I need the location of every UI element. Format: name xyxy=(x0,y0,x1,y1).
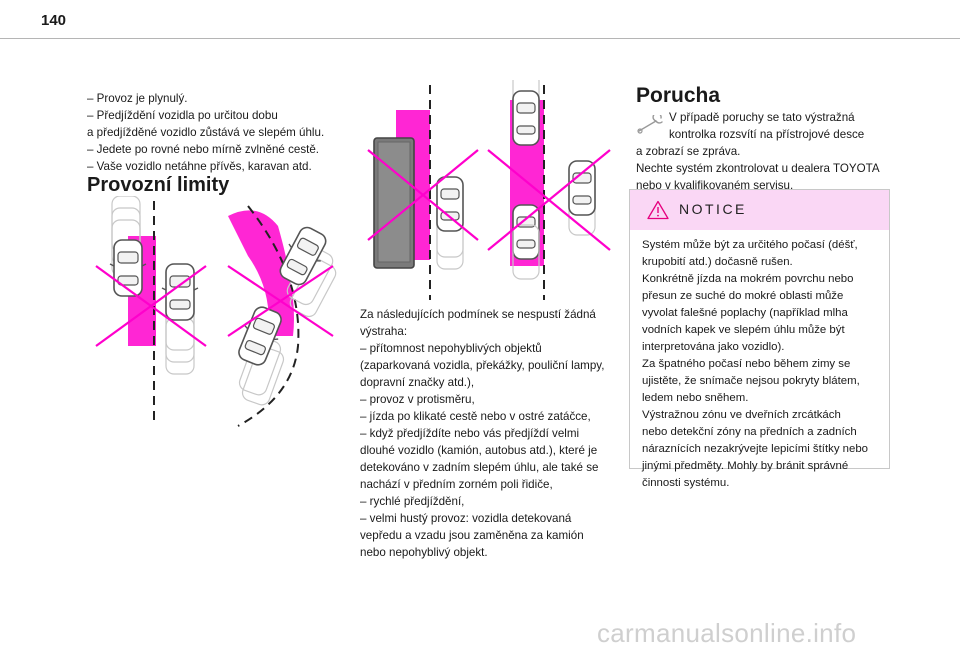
watermark: carmanualsonline.info xyxy=(597,618,857,648)
limitations-list: Za následujících podmínek se nespustí žá… xyxy=(360,306,622,561)
blind-spot-illustration-traffic xyxy=(367,80,611,300)
notice-body: Systém může být za určitého počasí (déšť… xyxy=(642,237,882,492)
text-line: ujistěte, že snímače nejsou pokryty blát… xyxy=(642,375,860,387)
text-line: (zaparkovaná vozidla, překážky, pouliční… xyxy=(360,359,605,372)
page-number: 140 xyxy=(41,12,67,29)
text-line: Za špatného počasí nebo během zimy se xyxy=(642,358,851,370)
text-line: vodních kapek ve slepém úhlu může být xyxy=(642,324,845,336)
notice-box: NOTICE Systém může být za určitého počas… xyxy=(629,189,890,489)
car-icon xyxy=(436,176,464,232)
text-line: – velmi hustý provoz: vozidla detekovaná xyxy=(360,512,572,525)
text-line: vepředu a vzadu jsou zaměněna za kamión xyxy=(360,529,584,542)
text-line: Systém může být za určitého počasí (déšť… xyxy=(642,239,858,251)
car-icon xyxy=(512,90,540,146)
text-line: – Předjíždění vozidla po určitou dobu xyxy=(87,109,278,122)
intro-conditions: – Provoz je plynulý. – Předjíždění vozid… xyxy=(87,90,347,175)
text-line: činnosti systému. xyxy=(642,477,730,489)
text-line: kontrolka rozsvítí na přístrojové desce xyxy=(669,128,865,141)
text-line: vyvolat falešné poplachy (například mlha xyxy=(642,307,848,319)
text-line: Nechte systém zkontrolovat u dealera TOY… xyxy=(636,162,880,175)
text-line: výstraha: xyxy=(360,325,408,338)
section-heading-limits: Provozní limity xyxy=(87,174,230,196)
text-line: dopravní značky atd.), xyxy=(360,376,475,389)
notice-header: NOTICE xyxy=(630,190,889,230)
text-line: a předjížděné vozidlo zůstává ve slepém … xyxy=(87,126,325,139)
text-line: jinými předměty. Mohly by bránit správné xyxy=(642,460,849,472)
text-line: – Vaše vozidlo netáhne přívěs, karavan a… xyxy=(87,160,312,173)
car-icon xyxy=(109,239,147,297)
text-line: nebo nepohyblivý objekt. xyxy=(360,546,488,559)
header-rule xyxy=(0,38,960,39)
text-line: – rychlé předjíždění, xyxy=(360,495,465,508)
text-line: – přítomnost nepohyblivých objektů xyxy=(360,342,542,355)
text-line: – provoz v protisměru, xyxy=(360,393,475,406)
text-line: Výstražnou zónu ve dveřních zrcátkách xyxy=(642,409,841,421)
car-icon xyxy=(512,204,540,260)
text-line: přesun ze suché do mokré oblasti může xyxy=(642,290,844,302)
car-icon xyxy=(568,160,596,216)
warning-triangle-icon xyxy=(647,200,669,220)
text-line: ledem nebo sněhem. xyxy=(642,392,749,404)
text-line: a zobrazí se zpráva. xyxy=(636,145,741,158)
text-line: dlouhé vozidlo (kamión, autobus atd.), k… xyxy=(360,444,598,457)
text-line: – Provoz je plynulý. xyxy=(87,92,188,105)
notice-title: NOTICE xyxy=(679,201,747,217)
text-line: – Jedete po rovné nebo mírně zvlněné ces… xyxy=(87,143,320,156)
text-line: V případě poruchy se tato výstražná xyxy=(669,111,855,124)
fault-description: V případě poruchy se tato výstražná kont… xyxy=(636,109,892,194)
detection-zone xyxy=(228,210,294,336)
section-heading-fault: Porucha xyxy=(636,84,721,107)
text-line: nachází v předním zorném poli řidiče, xyxy=(360,478,553,491)
text-line: nebo v kvalifikovaném servisu. xyxy=(636,179,794,192)
text-line: – jízda po klikaté cestě nebo v ostré za… xyxy=(360,410,591,423)
text-line: krupobití atd.) dočasně rušen. xyxy=(642,256,793,268)
blind-spot-illustration-road xyxy=(95,196,338,427)
text-line: interpretována jako vozidlo). xyxy=(642,341,785,353)
text-line: detekováno v zadním slepém úhlu, ale tak… xyxy=(360,461,599,474)
car-icon xyxy=(161,263,199,321)
text-line: Konkrétně jízda na mokrém povrchu nebo xyxy=(642,273,854,285)
text-line: – když předjíždíte nebo vás předjíždí ve… xyxy=(360,427,580,440)
text-line: nebo detekční zóny na předních a zadních xyxy=(642,426,857,438)
text-line: náraznících nezakrývejte lepicími štítky… xyxy=(642,443,869,455)
wrench-icon xyxy=(637,115,663,134)
text-line: Za následujících podmínek se nespustí žá… xyxy=(360,308,596,321)
